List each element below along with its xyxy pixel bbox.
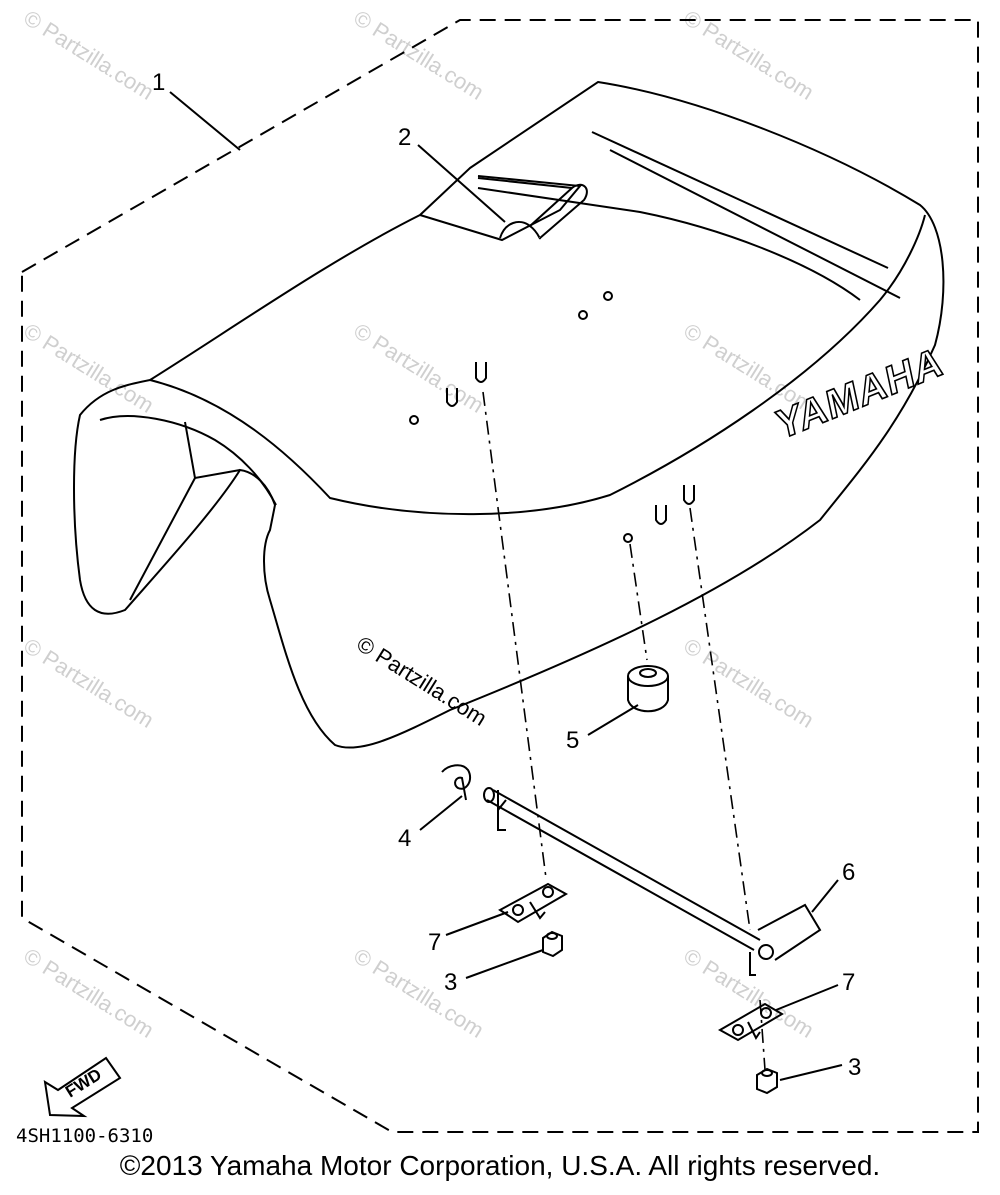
center-watermark: © Partzilla.com bbox=[352, 631, 491, 731]
bracket-left bbox=[498, 882, 569, 924]
assembly-line bbox=[629, 543, 648, 661]
damper bbox=[627, 665, 669, 713]
leader-lines bbox=[169, 91, 843, 1081]
callout-7-right: 7 bbox=[842, 969, 855, 996]
mount-slot bbox=[475, 362, 487, 383]
watermark: © Partzilla.com bbox=[679, 5, 818, 105]
seat-stitch-line bbox=[609, 149, 901, 299]
fwd-label: FWD bbox=[62, 1065, 105, 1102]
assembly-boundary bbox=[21, 19, 979, 1133]
callout-4: 4 bbox=[398, 825, 411, 852]
rod-bracket bbox=[483, 787, 822, 976]
seat-stitch-line bbox=[591, 131, 889, 269]
callout-6: 6 bbox=[842, 859, 855, 886]
strap-recess bbox=[419, 175, 582, 242]
copyright-notice: ©2013 Yamaha Motor Corporation, U.S.A. A… bbox=[119, 1150, 881, 1181]
grab-strap bbox=[477, 177, 588, 240]
mount-hole bbox=[409, 415, 419, 425]
callout-5: 5 bbox=[566, 727, 579, 754]
mount-hole bbox=[623, 533, 633, 543]
mount-slot bbox=[446, 388, 458, 407]
mount-slot bbox=[683, 485, 695, 505]
callout-3-right: 3 bbox=[848, 1054, 861, 1081]
seat-front-rib bbox=[129, 477, 196, 601]
watermark: © Partzilla.com bbox=[679, 633, 818, 733]
seat-top-edge bbox=[149, 214, 926, 516]
assembly-line bbox=[482, 391, 547, 879]
seat-brand-logo: YAMAHA bbox=[772, 338, 946, 449]
watermark: © Partzilla.com bbox=[349, 943, 488, 1043]
watermark: © Partzilla.com bbox=[19, 5, 158, 105]
mount-hole bbox=[578, 310, 588, 320]
nut-right bbox=[756, 1067, 778, 1095]
callout-3-left: 3 bbox=[444, 969, 457, 996]
watermark: © Partzilla.com bbox=[19, 633, 158, 733]
callout-2: 2 bbox=[398, 124, 411, 151]
watermark: © Partzilla.com bbox=[349, 318, 488, 418]
callouts: 1 2 5 4 6 7 3 7 3 bbox=[152, 69, 861, 1081]
watermark: © Partzilla.com bbox=[19, 943, 158, 1043]
fwd-arrow: FWD bbox=[43, 1056, 122, 1118]
seat-stitch-line bbox=[477, 187, 861, 301]
watermark: © Partzilla.com bbox=[679, 943, 818, 1043]
seat-inner-curve bbox=[99, 415, 277, 506]
clip bbox=[441, 764, 472, 801]
mount-hole bbox=[603, 291, 613, 301]
bracket-right bbox=[717, 1002, 784, 1042]
seat-outline bbox=[73, 80, 945, 749]
nut-left bbox=[542, 930, 563, 958]
callout-7-left: 7 bbox=[428, 929, 441, 956]
callout-1: 1 bbox=[152, 69, 165, 96]
diagram-code: 4SH1100-6310 bbox=[16, 1125, 153, 1147]
watermark: © Partzilla.com bbox=[19, 318, 158, 418]
watermarks: © Partzilla.com © Partzilla.com © Partzi… bbox=[19, 5, 818, 1043]
assembly-line bbox=[689, 507, 751, 931]
mount-slot bbox=[655, 505, 667, 525]
